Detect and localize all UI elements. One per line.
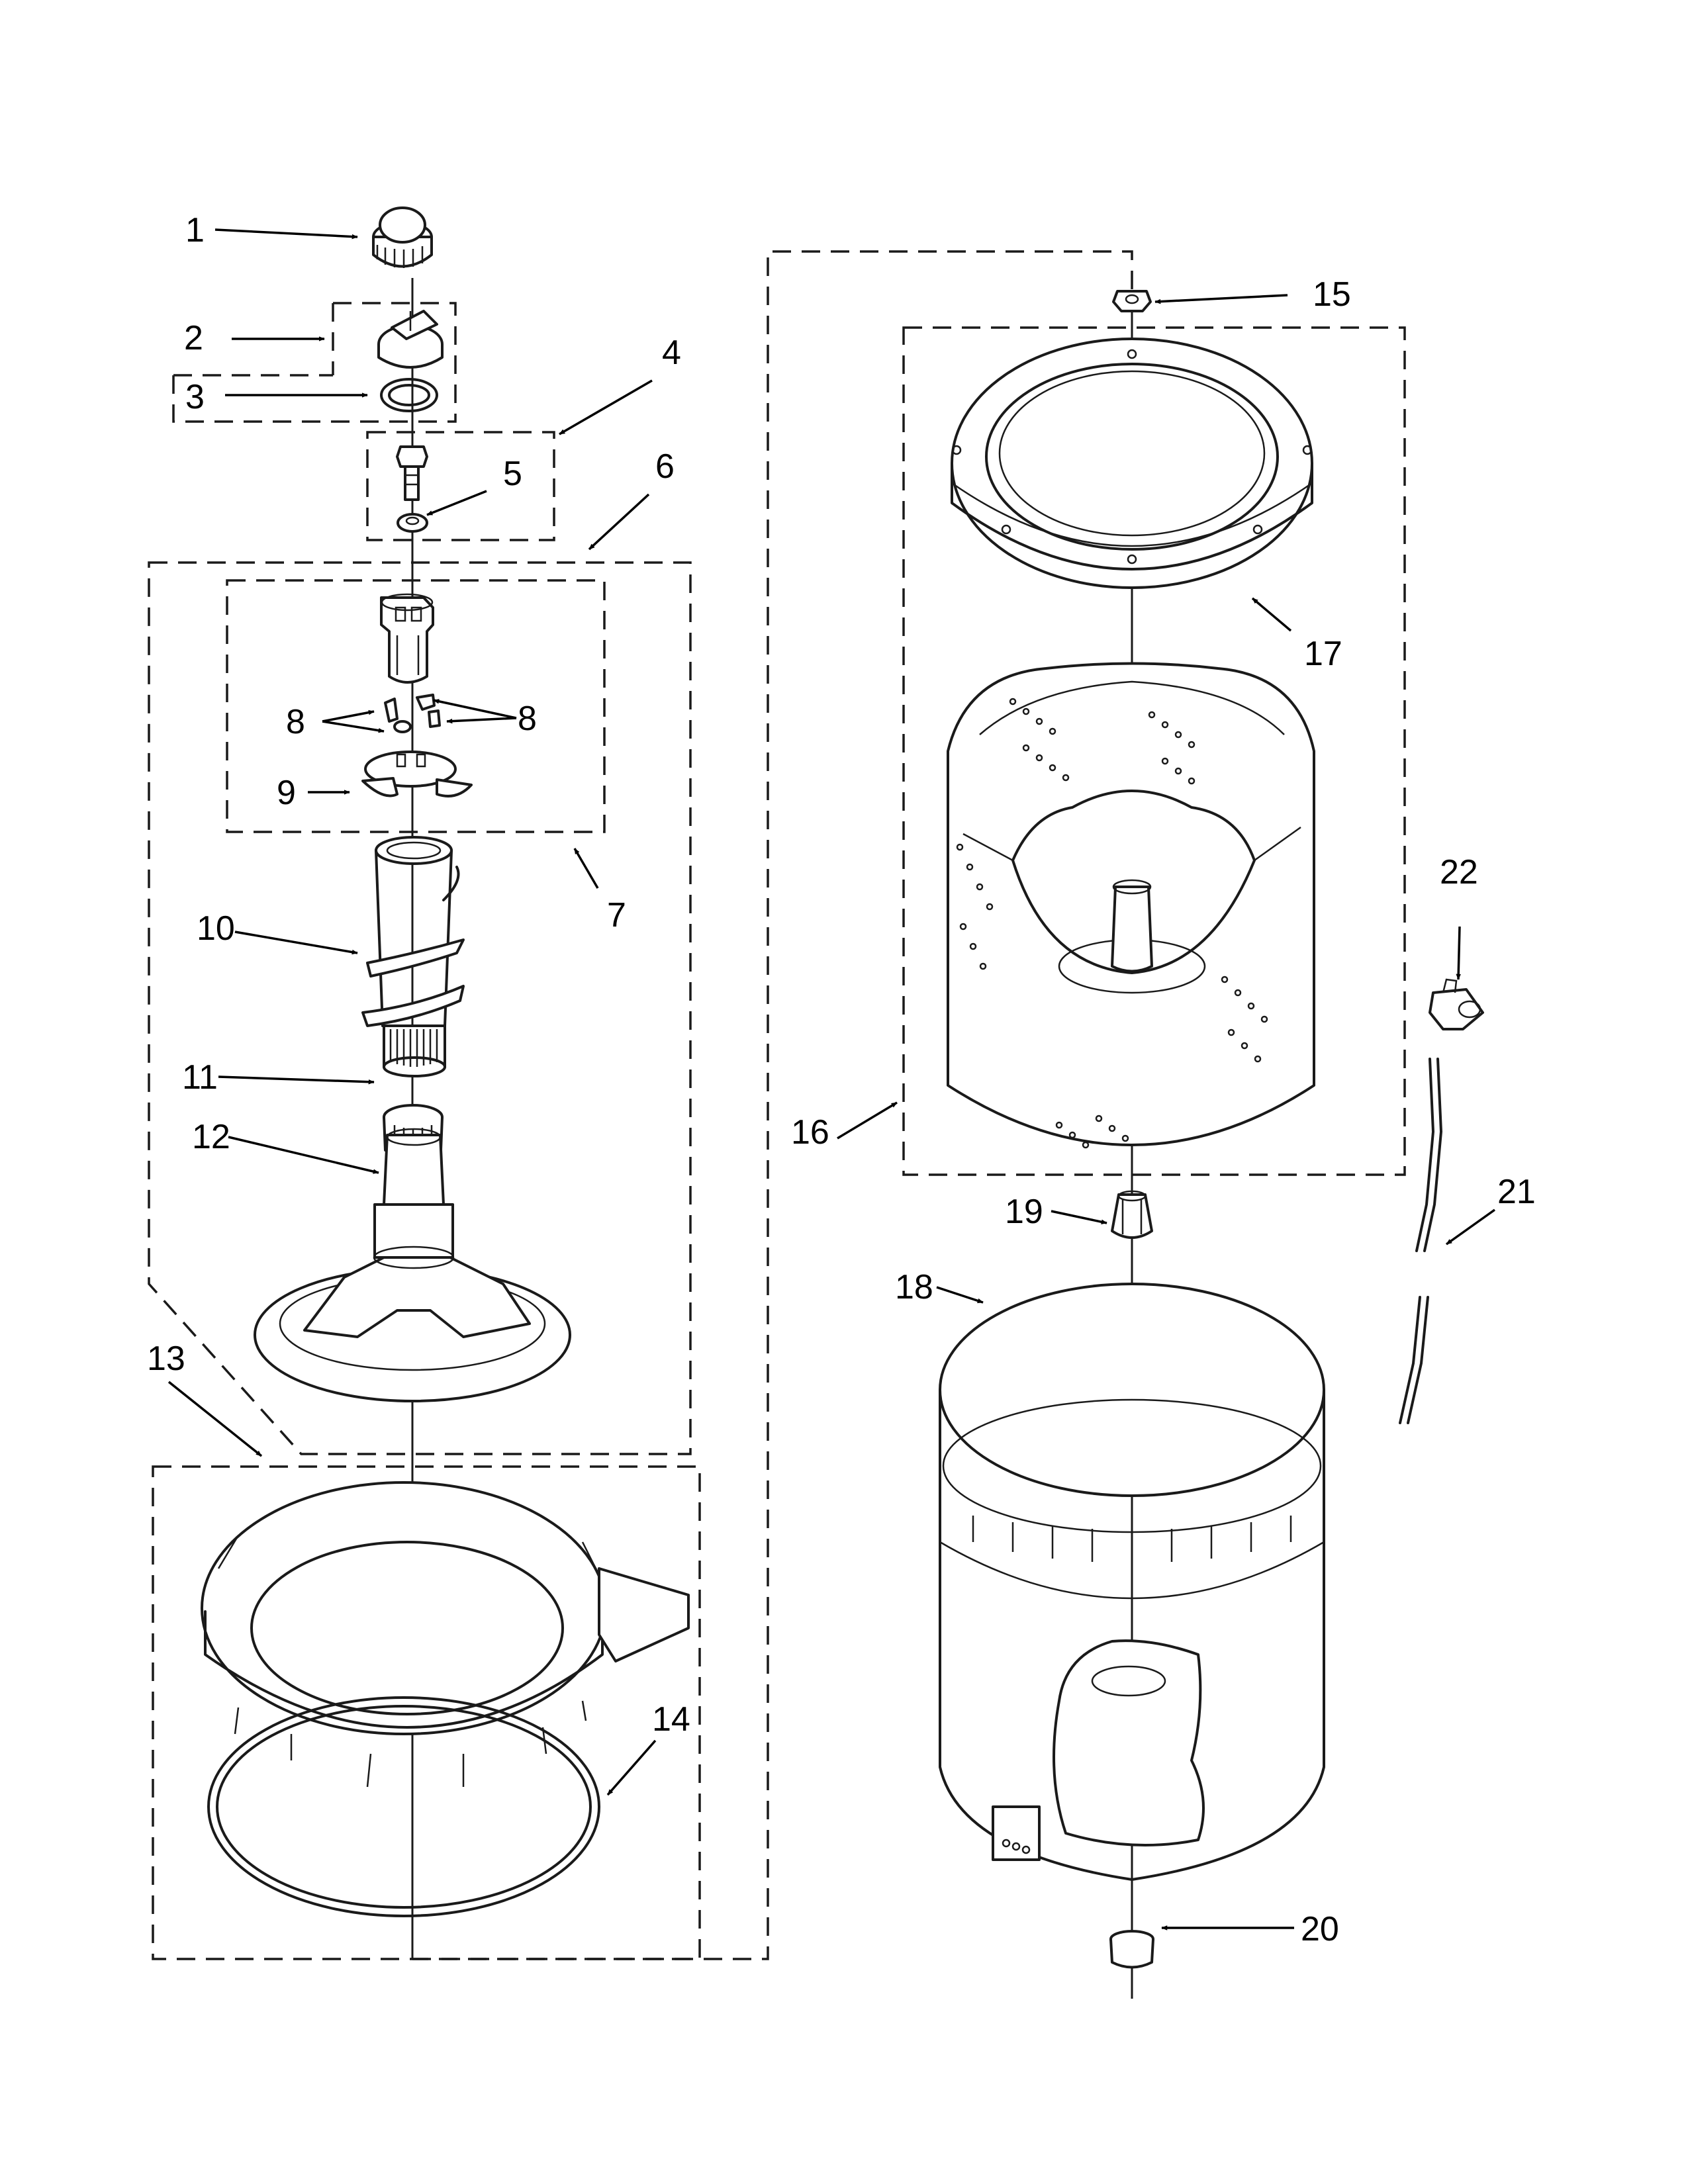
label-21: 21 — [1497, 1173, 1536, 1211]
part-8-dogs — [384, 694, 441, 733]
label-14: 14 — [652, 1700, 690, 1739]
part-20-drain-plug — [1109, 1930, 1154, 1969]
label-8-left: 8 — [286, 703, 305, 741]
label-12: 12 — [192, 1118, 230, 1156]
label-5: 5 — [503, 455, 522, 493]
label-10: 10 — [197, 909, 235, 948]
part-2-cap-bracket — [377, 310, 444, 369]
box-part-6 — [148, 561, 692, 1455]
label-8-right: 8 — [518, 700, 537, 738]
part-22-clamp — [1429, 978, 1484, 1030]
box-part-16 — [902, 326, 1406, 1176]
part-17-balance-ring — [951, 338, 1313, 589]
label-11: 11 — [182, 1058, 218, 1097]
part-5-bolt-washer — [396, 445, 428, 533]
part-18-outer-tub — [939, 1283, 1325, 1881]
label-4: 4 — [662, 334, 681, 372]
box-part-13-14 — [152, 1465, 701, 1960]
label-18: 18 — [895, 1268, 933, 1306]
box-part-3 — [172, 374, 457, 423]
label-2: 2 — [184, 319, 203, 357]
part-19-drive-block — [1111, 1190, 1153, 1239]
label-16: 16 — [791, 1113, 829, 1152]
part-14-tub-seal — [207, 1696, 600, 1917]
box-part-7 — [226, 579, 606, 833]
label-15: 15 — [1313, 275, 1351, 314]
callout-labels: 1 2 3 4 5 6 7 8 8 9 10 11 12 13 14 15 16… — [147, 211, 1536, 1948]
label-19: 19 — [1005, 1193, 1043, 1231]
part-21-hose — [1399, 1058, 1442, 1424]
box-part-2 — [332, 302, 457, 416]
label-6: 6 — [655, 447, 675, 486]
part-13-tub-ring — [201, 1481, 690, 1788]
part-9-dog-ring — [361, 751, 473, 797]
leader-lines — [167, 228, 1496, 1931]
part-1-agitator-cap — [372, 206, 433, 268]
part-10-agitator-barrel — [361, 836, 465, 1077]
basket-perforations — [956, 698, 1268, 1149]
label-13: 13 — [147, 1340, 185, 1378]
label-20: 20 — [1301, 1910, 1339, 1948]
part-16-basket — [947, 662, 1315, 1149]
label-7: 7 — [607, 896, 626, 934]
label-22: 22 — [1440, 853, 1478, 891]
label-17: 17 — [1304, 635, 1342, 673]
box-part-4 — [366, 431, 555, 541]
part-3-seal-ring — [380, 378, 438, 412]
label-9: 9 — [277, 774, 296, 812]
part-12-agitator-base — [254, 1128, 571, 1402]
part-15-nut — [1112, 290, 1152, 312]
part-7-dog-cam — [380, 593, 434, 684]
label-3: 3 — [185, 378, 205, 416]
label-1: 1 — [185, 211, 205, 250]
